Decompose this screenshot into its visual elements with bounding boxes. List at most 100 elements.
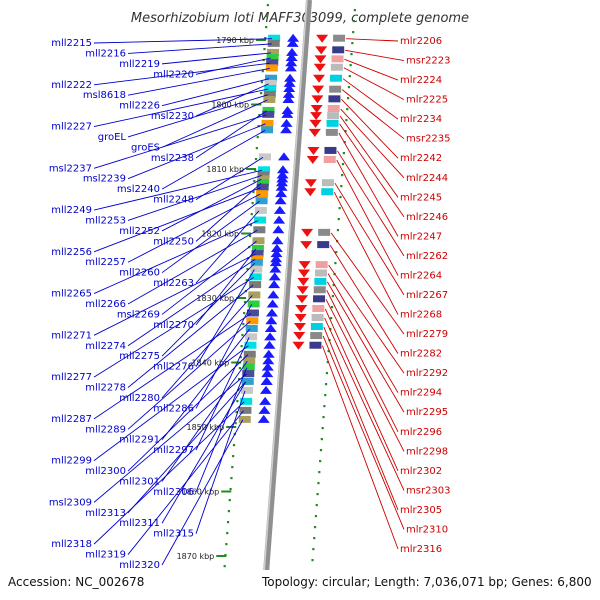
left-gene-box <box>265 64 278 72</box>
right-gene-label[interactable]: mlr2267 <box>406 290 448 301</box>
right-gene-label[interactable]: mlr2245 <box>400 192 442 203</box>
left-gene-box <box>239 406 252 414</box>
left-gene-label[interactable]: mll2280 <box>119 393 160 404</box>
left-gene-label[interactable]: mll2291 <box>119 435 160 446</box>
left-gene-label[interactable]: msl2237 <box>49 163 92 174</box>
right-gene-label[interactable]: mlr2246 <box>406 212 448 223</box>
left-gene-label[interactable]: mll2226 <box>119 101 160 112</box>
left-gene-label[interactable]: mll2287 <box>51 414 92 425</box>
right-gene-label[interactable]: mlr2292 <box>406 368 448 379</box>
right-gene-label[interactable]: mlr2316 <box>400 544 442 555</box>
right-gene-label[interactable]: msr2235 <box>406 134 451 145</box>
left-gene-label[interactable]: mll2222 <box>51 80 92 91</box>
left-gene-label[interactable]: mll2253 <box>85 215 126 226</box>
left-gene-label[interactable]: mll2320 <box>119 560 160 571</box>
right-gene-label[interactable]: mlr2296 <box>400 427 442 438</box>
left-gene-label[interactable]: mll2256 <box>51 247 92 258</box>
left-gene-box <box>258 153 271 161</box>
kbp-label: 1850 kbp <box>186 423 224 432</box>
left-gene-label[interactable]: mll2270 <box>153 320 194 331</box>
left-gene-label[interactable]: mll2216 <box>85 48 126 59</box>
left-gene-label[interactable]: mll2276 <box>153 362 194 373</box>
right-gene-label[interactable]: mlr2224 <box>400 75 442 86</box>
left-gene-label[interactable]: mll2289 <box>85 424 126 435</box>
right-gene-label[interactable]: mlr2310 <box>406 524 448 535</box>
left-gene-label[interactable]: mll2266 <box>85 299 126 310</box>
left-gene-label[interactable]: mll2249 <box>51 205 92 216</box>
left-gene-label[interactable]: mll2215 <box>51 38 92 49</box>
right-leader-line <box>345 49 405 61</box>
right-gene-label[interactable]: mlr2234 <box>400 114 442 125</box>
left-gene-label[interactable]: mll2315 <box>153 529 194 540</box>
left-gene-label[interactable]: mll2313 <box>85 508 126 519</box>
left-gene-label[interactable]: mll2301 <box>119 476 160 487</box>
left-gene-arrow <box>281 109 294 118</box>
left-gene-box <box>238 415 251 423</box>
left-gene-label[interactable]: msl2240 <box>117 184 160 195</box>
right-gene-label[interactable]: mlr2206 <box>400 36 442 47</box>
right-gene-label[interactable]: mlr2244 <box>406 173 448 184</box>
left-gene-label[interactable]: mll2319 <box>85 550 126 561</box>
right-gene-label[interactable]: mlr2279 <box>406 329 448 340</box>
right-gene-label[interactable]: mlr2305 <box>400 505 442 516</box>
left-gene-label[interactable]: groEL <box>98 132 127 143</box>
right-gene-box <box>313 295 326 303</box>
left-gene-label[interactable]: mll2306 <box>153 487 194 498</box>
left-gene-label[interactable]: mll2274 <box>85 341 126 352</box>
left-gene-label[interactable]: mll2263 <box>153 278 194 289</box>
left-gene-box <box>240 397 253 405</box>
right-gene-label[interactable]: msr2303 <box>406 485 451 496</box>
left-gene-label[interactable]: mll2252 <box>119 226 160 237</box>
right-gene-label[interactable]: mlr2225 <box>406 95 448 106</box>
right-gene-box <box>324 146 337 154</box>
left-gene-label[interactable]: msl2230 <box>151 111 194 122</box>
right-gene-label[interactable]: mlr2268 <box>400 310 442 321</box>
right-dot <box>330 306 334 309</box>
left-gene-arrow <box>283 84 296 93</box>
left-gene-label[interactable]: mll2286 <box>153 403 194 414</box>
right-gene-label[interactable]: mlr2282 <box>400 349 442 360</box>
left-gene-label[interactable]: msl2238 <box>151 153 194 164</box>
right-dot <box>331 295 334 298</box>
left-gene-label[interactable]: mll2257 <box>85 257 126 268</box>
right-gene-label[interactable]: mlr2294 <box>400 388 442 399</box>
right-gene-label[interactable]: msr2223 <box>406 56 451 67</box>
left-gene-label[interactable]: mll2299 <box>51 456 92 467</box>
right-leader-line <box>330 232 405 335</box>
left-gene-label[interactable]: mll2271 <box>51 330 92 341</box>
right-gene-box <box>325 128 338 136</box>
right-gene-label[interactable]: mlr2247 <box>400 231 442 242</box>
right-leader-line <box>328 264 405 374</box>
left-dot <box>259 92 263 95</box>
left-gene-label[interactable]: mll2275 <box>119 351 160 362</box>
left-dot <box>232 455 235 458</box>
right-gene-label[interactable]: mlr2295 <box>406 407 448 418</box>
left-gene-label[interactable]: msl8618 <box>83 90 126 101</box>
left-gene-label[interactable]: mll2311 <box>119 518 160 529</box>
right-gene-label[interactable]: mlr2262 <box>406 251 448 262</box>
right-leader-line <box>326 281 405 413</box>
left-gene-label[interactable]: msl2239 <box>83 174 126 185</box>
left-gene-label[interactable]: groES <box>131 142 160 153</box>
right-gene-label[interactable]: mlr2302 <box>400 466 442 477</box>
right-dot <box>324 394 327 397</box>
right-leader-line <box>340 108 405 179</box>
left-gene-label[interactable]: mll2277 <box>51 372 92 383</box>
left-gene-label[interactable]: mll2278 <box>85 383 126 394</box>
right-gene-arrow <box>293 323 306 332</box>
left-gene-label[interactable]: mll2219 <box>119 59 160 70</box>
left-gene-label[interactable]: mll2318 <box>51 539 92 550</box>
left-gene-box <box>243 357 256 365</box>
right-gene-label[interactable]: mlr2298 <box>406 446 448 457</box>
left-gene-label[interactable]: msl2269 <box>117 309 160 320</box>
left-gene-label[interactable]: mll2250 <box>153 236 194 247</box>
left-leader-line <box>127 284 254 388</box>
left-gene-label[interactable]: msl2309 <box>49 497 92 508</box>
left-gene-label[interactable]: mll2248 <box>153 195 194 206</box>
left-gene-label[interactable]: mll2297 <box>153 445 194 456</box>
left-gene-label[interactable]: mll2265 <box>51 289 92 300</box>
right-gene-label[interactable]: mlr2264 <box>400 270 442 281</box>
left-gene-label[interactable]: mll2300 <box>85 466 126 477</box>
left-gene-label[interactable]: mll2227 <box>51 122 92 133</box>
right-gene-label[interactable]: mlr2242 <box>400 153 442 164</box>
